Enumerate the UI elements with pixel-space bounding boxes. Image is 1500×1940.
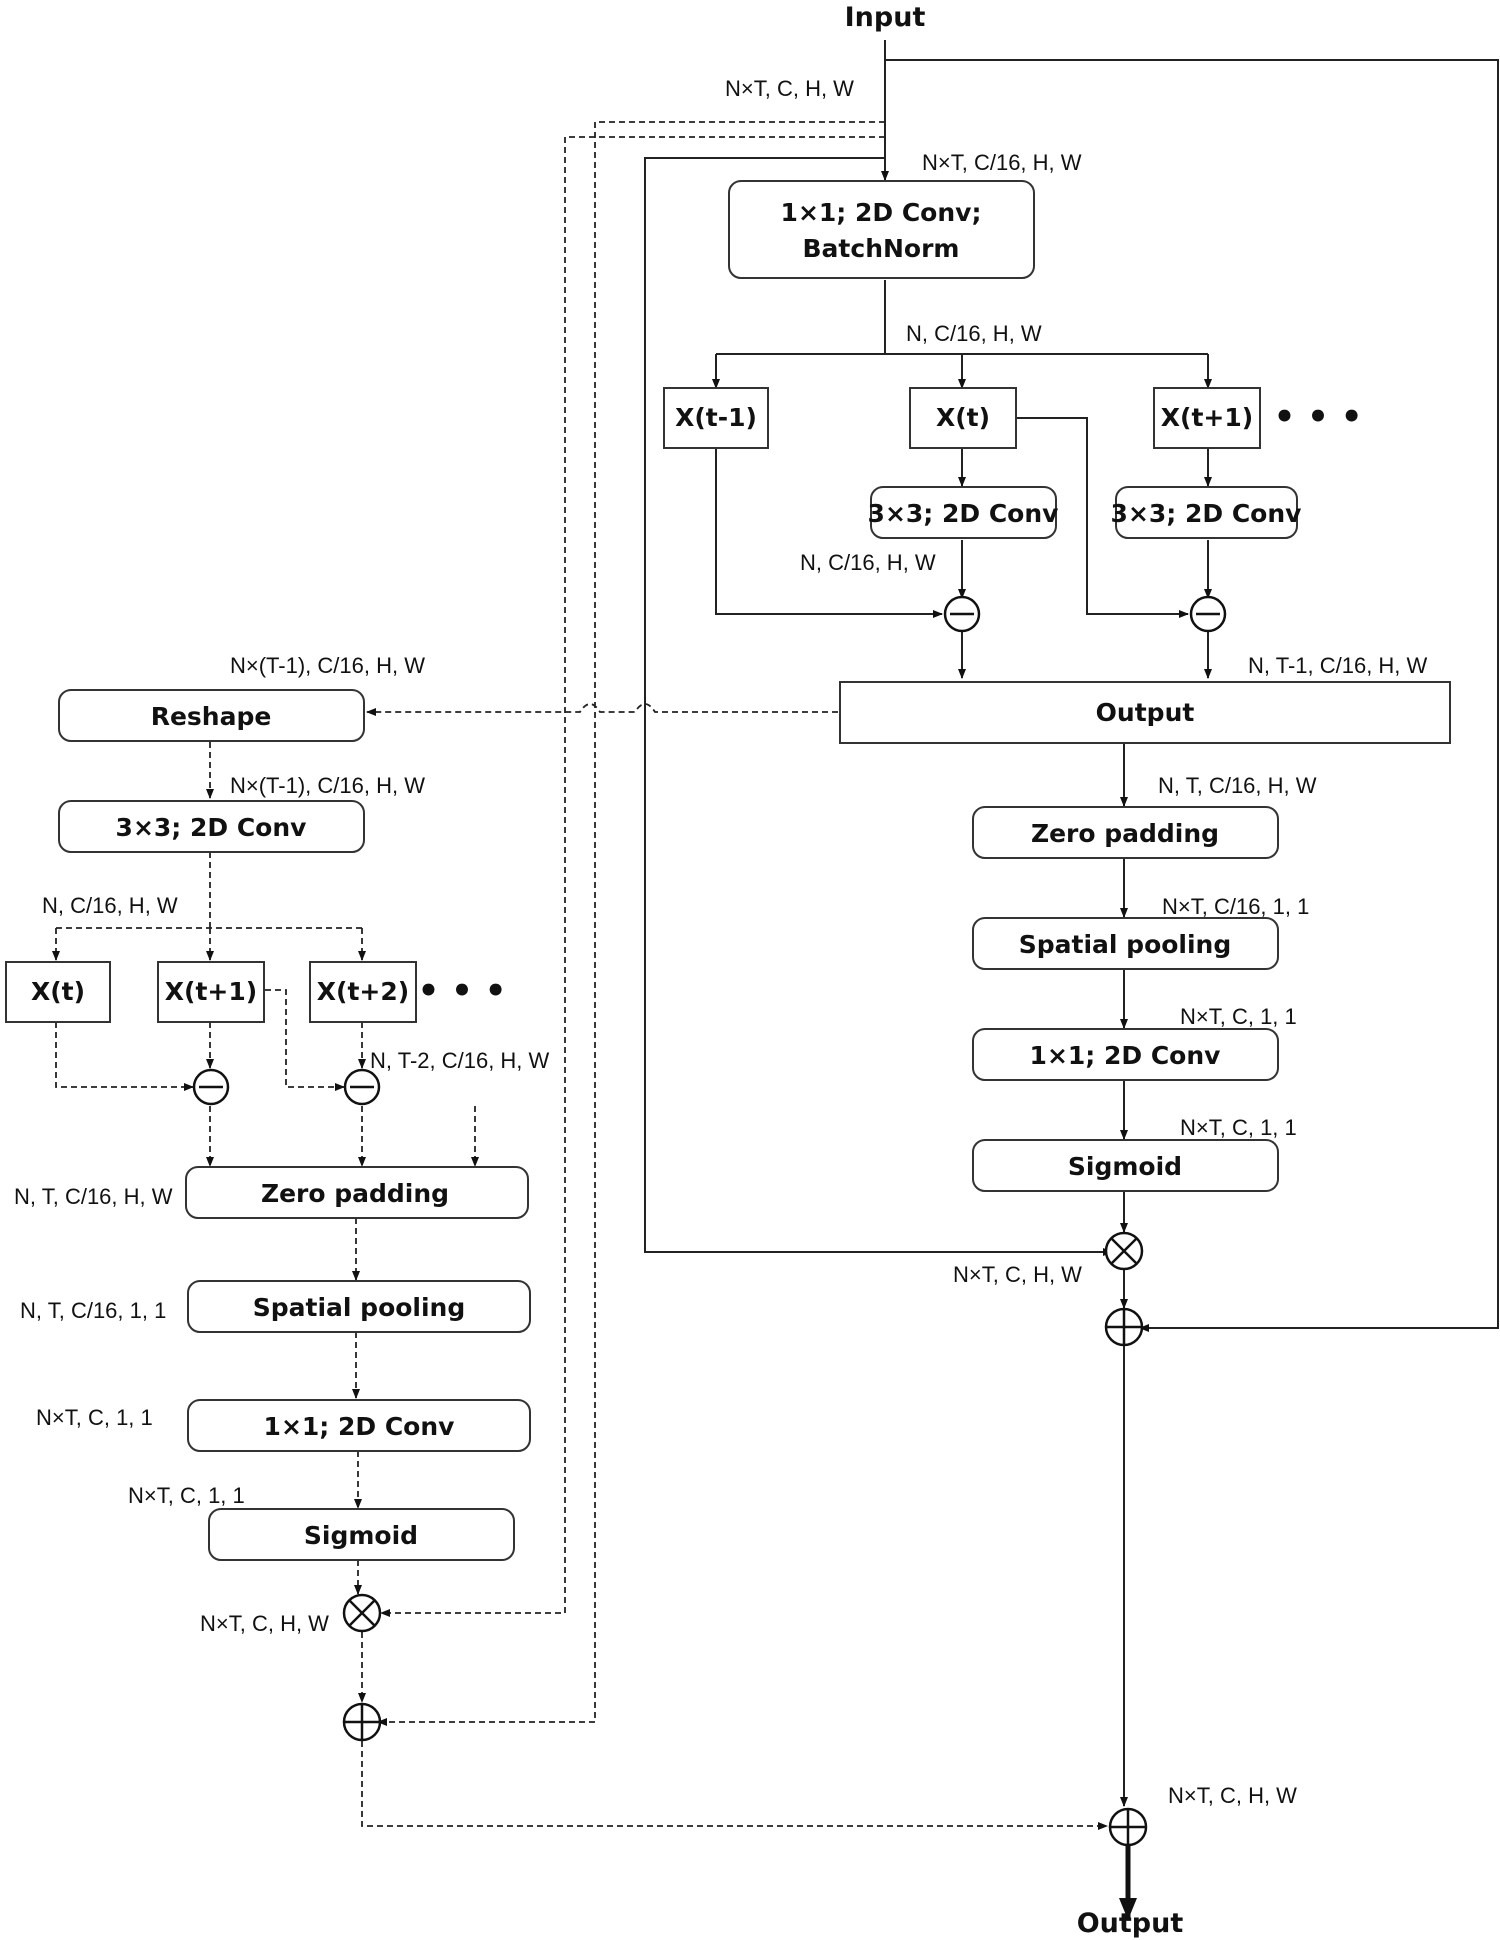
left-x-t2-label: X(t+2) — [317, 977, 409, 1006]
x-cur-block: X(t) — [909, 387, 1017, 449]
label-left-zero-in: N, T, C/16, H, W — [14, 1184, 173, 1209]
x-prev-block: X(t-1) — [663, 387, 769, 449]
subtract-op-left-2 — [343, 1068, 381, 1106]
label-right-mul-out: N×T, C, H, W — [953, 1262, 1082, 1287]
conv-batchnorm-block: 1×1; 2D Conv; BatchNorm — [728, 180, 1035, 279]
left-x-t-box — [5, 961, 111, 1023]
label-left-mul-out: N×T, C, H, W — [200, 1611, 329, 1636]
left-spatial-pooling-box — [187, 1280, 531, 1333]
left-sigmoid-label: Sigmoid — [304, 1521, 418, 1550]
input-title: Input — [845, 2, 926, 33]
conv3-b-box — [1115, 486, 1298, 539]
right-spatial-pooling-box — [972, 917, 1279, 970]
label-after-conv-bn: N, C/16, H, W — [906, 321, 1042, 346]
right-conv1-label: 1×1; 2D Conv — [1030, 1041, 1221, 1070]
right-zero-padding-box — [972, 806, 1279, 859]
label-conv3-out: N, C/16, H, W — [800, 550, 936, 575]
right-sigmoid-block: Sigmoid — [972, 1139, 1279, 1192]
left-conv3-block: 3×3; 2D Conv — [58, 800, 365, 853]
label-right-zero-in: N, T, C/16, H, W — [1158, 773, 1317, 798]
label-left-diff-out: N, T-2, C/16, H, W — [370, 1048, 550, 1073]
x-prev-box — [663, 387, 769, 449]
shape-labels: N×T, C, H, W N×T, C/16, H, W N, C/16, H,… — [14, 76, 1428, 1808]
right-branch-connectors — [644, 40, 1499, 1920]
left-conv1-label: 1×1; 2D Conv — [264, 1412, 455, 1441]
conv3-a-box — [870, 486, 1057, 539]
left-x-t2-box — [309, 961, 417, 1023]
conv3-a-block: 3×3; 2D Conv — [868, 486, 1059, 539]
right-spatial-pooling-block: Spatial pooling — [972, 917, 1279, 970]
right-zero-padding-label: Zero padding — [1031, 819, 1219, 848]
label-final-shape: N×T, C, H, W — [1168, 1783, 1297, 1808]
right-conv1-block: 1×1; 2D Conv — [972, 1028, 1279, 1081]
left-x-t2-block: X(t+2) — [309, 961, 417, 1023]
x-next-box — [1153, 387, 1261, 449]
multiply-op-left — [342, 1593, 382, 1633]
conv-batchnorm-line1: 1×1; 2D Conv; — [781, 198, 982, 227]
label-reshape-in: N×(T-1), C/16, H, W — [230, 653, 425, 678]
right-zero-padding-block: Zero padding — [972, 806, 1279, 859]
label-after-split: N×T, C/16, H, W — [922, 150, 1082, 175]
subtract-op-right-1 — [943, 595, 981, 633]
left-spatial-pooling-label: Spatial pooling — [253, 1293, 466, 1322]
left-ellipsis: • • • — [418, 971, 507, 1011]
label-left-sigmoid-in: N×T, C, 1, 1 — [128, 1483, 245, 1508]
label-diff-out: N, T-1, C/16, H, W — [1248, 653, 1428, 678]
conv3-b-block: 3×3; 2D Conv — [1111, 486, 1302, 539]
output-label: Output — [1096, 698, 1195, 727]
conv3-b-label: 3×3; 2D Conv — [1111, 499, 1302, 528]
left-conv3-label: 3×3; 2D Conv — [116, 813, 307, 842]
x-cur-label: X(t) — [936, 403, 990, 432]
x-prev-label: X(t-1) — [675, 403, 757, 432]
conv3-a-label: 3×3; 2D Conv — [868, 499, 1059, 528]
left-x-t-label: X(t) — [31, 977, 85, 1006]
left-conv3-box — [58, 800, 365, 853]
left-spatial-pooling-block: Spatial pooling — [187, 1280, 531, 1333]
right-ellipsis: • • • — [1274, 397, 1363, 437]
left-conv1-box — [187, 1399, 531, 1452]
right-sigmoid-box — [972, 1139, 1279, 1192]
x-cur-box — [909, 387, 1017, 449]
add-op-left — [342, 1702, 382, 1742]
label-left-conv-out: N, C/16, H, W — [42, 893, 178, 918]
label-reshape-out: N×(T-1), C/16, H, W — [230, 773, 425, 798]
label-right-sigmoid-in: N×T, C, 1, 1 — [1180, 1115, 1297, 1140]
reshape-block: Reshape — [58, 689, 365, 742]
label-right-conv1-in: N×T, C, 1, 1 — [1180, 1004, 1297, 1029]
left-x-t1-label: X(t+1) — [165, 977, 257, 1006]
left-zero-padding-label: Zero padding — [261, 1179, 449, 1208]
left-sigmoid-box — [208, 1508, 515, 1561]
subtract-op-right-2 — [1189, 595, 1227, 633]
add-op-right — [1104, 1307, 1144, 1347]
conv-batchnorm-line2: BatchNorm — [803, 234, 960, 263]
right-spatial-pooling-label: Spatial pooling — [1019, 930, 1232, 959]
x-next-block: X(t+1) — [1153, 387, 1261, 449]
left-sigmoid-block: Sigmoid — [208, 1508, 515, 1561]
left-zero-padding-box — [185, 1166, 529, 1219]
label-input-shape: N×T, C, H, W — [725, 76, 854, 101]
left-x-t1-box — [157, 961, 265, 1023]
output-box — [839, 681, 1451, 744]
multiply-op-right — [1104, 1231, 1144, 1271]
label-right-pool-in: N×T, C/16, 1, 1 — [1162, 894, 1309, 919]
left-x-t-block: X(t) — [5, 961, 111, 1023]
left-x-t1-block: X(t+1) — [157, 961, 265, 1023]
subtract-op-left-1 — [192, 1068, 230, 1106]
reshape-box — [58, 689, 365, 742]
label-left-pool-in: N, T, C/16, 1, 1 — [20, 1298, 166, 1323]
right-sigmoid-label: Sigmoid — [1068, 1152, 1182, 1181]
label-left-conv1-in: N×T, C, 1, 1 — [36, 1405, 153, 1430]
right-conv1-box — [972, 1028, 1279, 1081]
left-zero-padding-block: Zero padding — [185, 1166, 529, 1219]
output-block: Output — [839, 681, 1451, 744]
left-branch-connectors — [52, 121, 1108, 1830]
reshape-label: Reshape — [151, 702, 272, 731]
left-conv1-block: 1×1; 2D Conv — [187, 1399, 531, 1452]
x-next-label: X(t+1) — [1161, 403, 1253, 432]
conv-batchnorm-box — [728, 180, 1035, 279]
add-op-final — [1108, 1807, 1148, 1847]
